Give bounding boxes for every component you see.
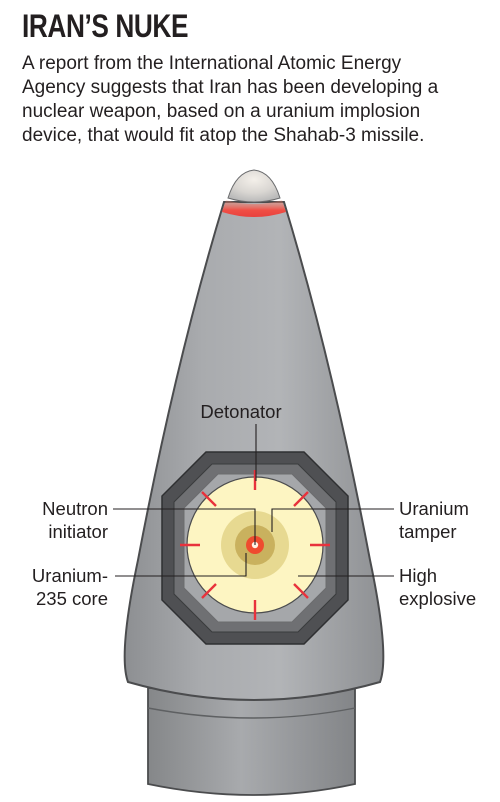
label-uranium-235-core-2: 235 core — [36, 588, 108, 609]
leader-lines — [113, 424, 394, 577]
label-neutron-initiator-2: initiator — [48, 521, 108, 542]
warhead-base — [147, 687, 356, 796]
label-neutron-initiator-1: Neutron — [42, 498, 108, 519]
graphic-title: IRAN’S NUKE — [22, 8, 189, 44]
warhead-tip — [222, 169, 286, 217]
label-uranium-tamper-2: tamper — [399, 521, 457, 542]
intro-line: device, that would fit atop the Shahab-3… — [22, 125, 425, 146]
label-high-explosive-1: High — [399, 565, 437, 586]
label-detonator: Detonator — [200, 401, 281, 422]
label-uranium-235-core-1: Uranium- — [32, 565, 108, 586]
intro-text: A report from the International Atomic E… — [22, 52, 492, 148]
label-uranium-tamper-1: Uranium — [399, 498, 469, 519]
intro-line: A report from the International Atomic E… — [22, 53, 402, 74]
intro-line: Agency suggests that Iran has been devel… — [22, 77, 439, 98]
intro-line: nuclear weapon, based on a uranium implo… — [22, 101, 421, 122]
detonator-marks — [180, 470, 330, 620]
label-high-explosive-2: explosive — [399, 588, 476, 609]
